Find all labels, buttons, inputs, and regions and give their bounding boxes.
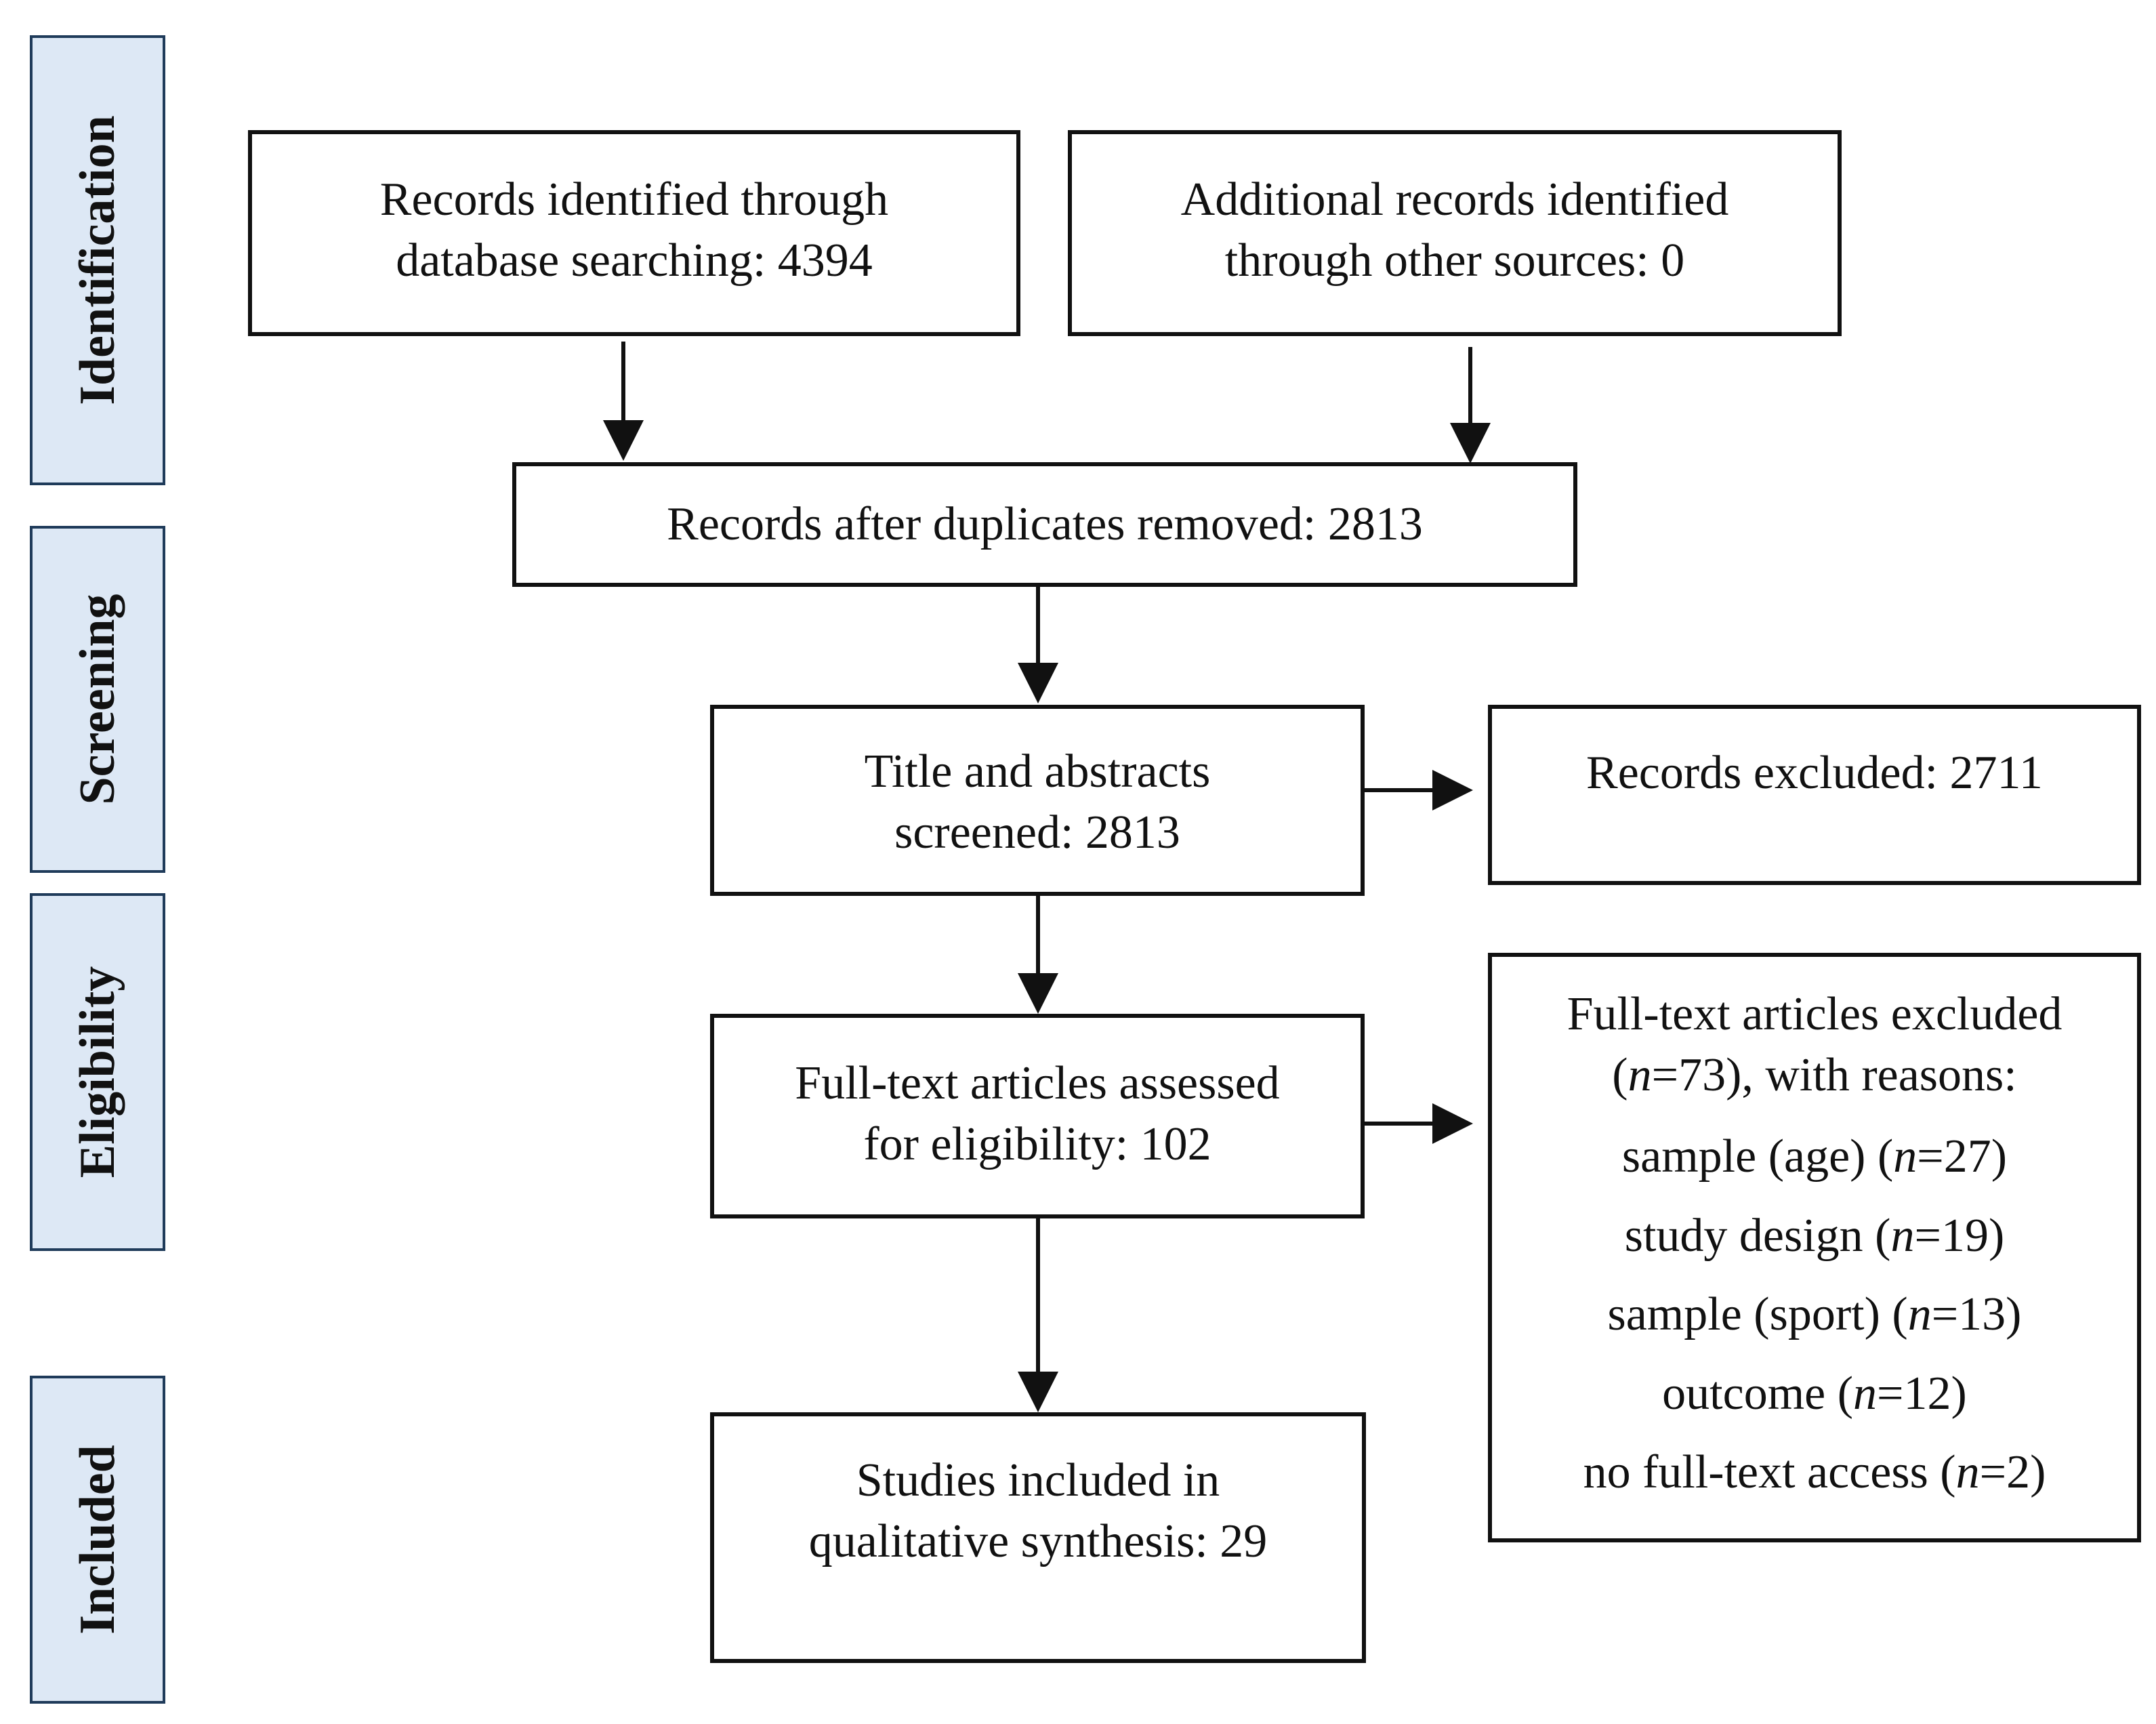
exclusion-reason-count: =19): [1914, 1209, 2005, 1262]
exclusion-reason-text: sample (sport) (: [1607, 1288, 1908, 1341]
exclusion-reason-item: no full-text access (n=2): [1492, 1445, 2137, 1500]
phase-label-screening: Screening: [30, 526, 165, 873]
phase-label-identification: Identification: [30, 35, 165, 485]
phase-label-included: Included: [30, 1376, 165, 1704]
exclusion-reason-n: n: [1890, 1209, 1915, 1262]
exclusion-reason-n: n: [1955, 1446, 1980, 1499]
fulltext-assessed-line1: Full-text articles assessed: [795, 1057, 1280, 1109]
fulltext-excluded-line2-n: n: [1628, 1048, 1652, 1101]
flow-connectors: [603, 342, 1491, 1412]
box-screened: Title and abstracts screened: 2813: [710, 705, 1365, 896]
duplicates-removed-text: Records after duplicates removed: 2813: [667, 498, 1423, 551]
exclusion-reason-text: no full-text access (: [1583, 1446, 1956, 1499]
exclusion-reason-n: n: [1853, 1367, 1878, 1420]
exclusion-reason-text: study design (: [1624, 1209, 1891, 1262]
fulltext-assessed-line2: for eligibility: 102: [863, 1117, 1211, 1170]
screened-line2: screened: 2813: [894, 806, 1180, 859]
box-other-sources: Additional records identified through ot…: [1068, 130, 1842, 336]
exclusion-reason-item: sample (age) (n=27): [1492, 1130, 2137, 1185]
box-fulltext-assessed: Full-text articles assessed for eligibil…: [710, 1014, 1365, 1218]
exclusion-reason-text: outcome (: [1662, 1367, 1854, 1420]
included-line1: Studies included in: [856, 1454, 1220, 1506]
screened-line1: Title and abstracts: [864, 745, 1211, 798]
other-sources-line1: Additional records identified: [1180, 173, 1729, 226]
box-included: Studies included in qualitative synthesi…: [710, 1412, 1366, 1663]
fulltext-excluded-line1: Full-text articles excluded: [1567, 988, 2062, 1040]
included-line2: qualitative synthesis: 29: [808, 1515, 1268, 1567]
prisma-flow-diagram: Identification Screening Eligibility Inc…: [14, 23, 2141, 1704]
exclusion-reason-item: outcome (n=12): [1492, 1367, 2137, 1422]
exclusion-reason-count: =2): [1979, 1446, 2046, 1499]
box-fulltext-excluded: Full-text articles excluded (n=73), with…: [1488, 953, 2141, 1542]
fulltext-excluded-line2-post: =73), with reasons:: [1651, 1048, 2017, 1101]
exclusion-reason-count: =27): [1917, 1130, 2008, 1183]
phase-label-eligibility: Eligibility: [30, 893, 165, 1251]
exclusion-reason-item: sample (sport) (n=13): [1492, 1288, 2137, 1342]
box-database-search: Records identified through database sear…: [248, 130, 1020, 336]
exclusion-reason-count: =12): [1877, 1367, 1967, 1420]
fulltext-excluded-line2-pre: (: [1612, 1048, 1628, 1101]
exclusion-reason-n: n: [1907, 1288, 1932, 1341]
box-duplicates-removed: Records after duplicates removed: 2813: [512, 462, 1577, 587]
exclusion-reason-count: =13): [1931, 1288, 2022, 1341]
box-records-excluded: Records excluded: 2711: [1488, 705, 2141, 885]
database-search-line1: Records identified through: [379, 173, 889, 226]
fulltext-excluded-line2: (n=73), with reasons:: [1492, 1045, 2137, 1106]
records-excluded-text: Records excluded: 2711: [1586, 747, 2043, 799]
exclusion-reason-text: sample (age) (: [1621, 1130, 1894, 1183]
exclusion-reason-item: study design (n=19): [1492, 1209, 2137, 1264]
other-sources-line2: through other sources: 0: [1224, 234, 1685, 287]
database-search-line2: database searching: 4394: [396, 234, 873, 287]
exclusion-reason-n: n: [1893, 1130, 1917, 1183]
